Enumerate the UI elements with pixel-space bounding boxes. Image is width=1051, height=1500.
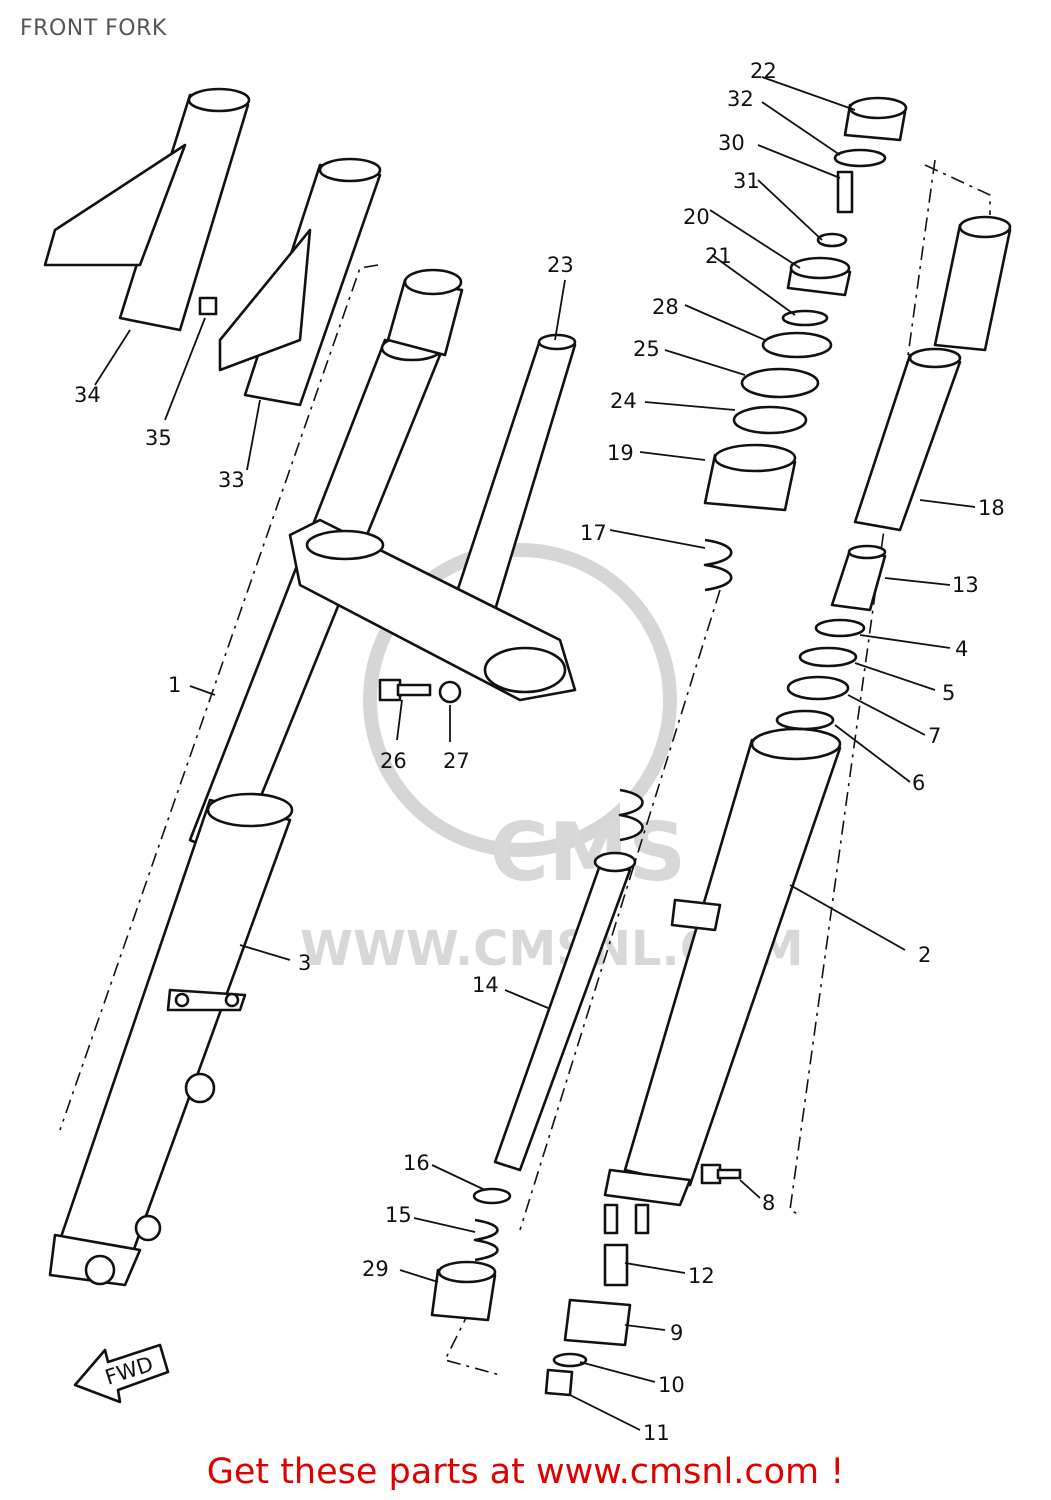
part-23-steering-stem	[288, 333, 577, 702]
label-part-7: 7	[928, 724, 941, 748]
part-15-spring	[473, 1218, 499, 1262]
part-1-fork-inner-tube	[188, 268, 464, 862]
page-title: FRONT FORK	[20, 16, 167, 41]
part-4-circlip	[814, 618, 866, 638]
part-3-fork-outer-tube	[48, 792, 294, 1287]
label-part-18: 18	[978, 496, 1005, 520]
label-part-32: 32	[727, 87, 754, 111]
part-24-bearing-race	[732, 405, 808, 435]
label-part-2: 2	[918, 943, 931, 967]
part-30-valve	[836, 170, 854, 214]
label-part-14: 14	[472, 973, 499, 997]
part-22-cap	[843, 96, 908, 142]
label-part-20: 20	[683, 205, 710, 229]
label-part-22: 22	[750, 59, 777, 83]
part-18-inner-tube	[853, 215, 1012, 532]
watermark-logo-text: CMS	[490, 806, 686, 899]
part-35-nut	[198, 296, 218, 316]
part-27-nut	[438, 680, 462, 704]
label-part-3: 3	[298, 951, 311, 975]
fwd-arrow: FWD	[73, 1343, 170, 1404]
label-part-23: 23	[547, 253, 574, 277]
label-part-30: 30	[718, 131, 745, 155]
label-part-5: 5	[942, 681, 955, 705]
label-part-27: 27	[443, 749, 470, 773]
label-part-8: 8	[762, 1191, 775, 1215]
label-part-24: 24	[610, 389, 637, 413]
label-part-25: 25	[633, 337, 660, 361]
part-16-ring	[472, 1187, 512, 1205]
label-part-16: 16	[403, 1151, 430, 1175]
part-20-ring-nut	[786, 256, 852, 297]
part-12-stud	[603, 1243, 629, 1287]
part-33-headlight-bracket-right	[218, 157, 382, 407]
part-number-labels: 1 2 3 4 5 6 7 8 9 10 11 12 13 14 15 16 1…	[74, 59, 1005, 1445]
part-13-bushing	[830, 544, 887, 612]
part-19-dust-seal	[703, 443, 797, 512]
label-part-12: 12	[688, 1264, 715, 1288]
label-part-21: 21	[705, 244, 732, 268]
part-7-oil-seal	[786, 675, 850, 701]
part-11-nut	[544, 1368, 574, 1397]
part-2-outer-tube	[603, 727, 842, 1235]
part-9-axle-holder	[563, 1298, 632, 1347]
part-6-washer	[775, 709, 835, 731]
label-part-31: 31	[733, 169, 760, 193]
label-part-28: 28	[652, 295, 679, 319]
part-5-washer	[798, 646, 858, 668]
label-part-35: 35	[145, 426, 172, 450]
label-part-26: 26	[380, 749, 407, 773]
part-31-washer	[816, 232, 848, 248]
label-part-29: 29	[362, 1257, 389, 1281]
part-21-washer	[781, 309, 829, 327]
label-part-19: 19	[607, 441, 634, 465]
label-part-1: 1	[168, 673, 181, 697]
label-part-33: 33	[218, 468, 245, 492]
part-25-bearing	[740, 367, 820, 399]
label-part-34: 34	[74, 383, 101, 407]
part-26-bolt	[378, 678, 432, 702]
part-10-washer	[552, 1352, 588, 1368]
label-part-13: 13	[952, 573, 979, 597]
assembly-guide-lines	[59, 159, 991, 1376]
label-part-15: 15	[385, 1203, 412, 1227]
part-17-spring	[703, 538, 733, 592]
part-34-headlight-bracket-left	[43, 87, 251, 332]
part-28-bearing-cover	[761, 331, 833, 359]
label-part-10: 10	[658, 1373, 685, 1397]
label-part-4: 4	[955, 637, 968, 661]
part-14-damper-rod	[493, 788, 644, 1172]
part-29-oil-lock-piece	[430, 1260, 497, 1322]
label-part-17: 17	[580, 521, 607, 545]
promo-link[interactable]: Get these parts at www.cmsnl.com !	[206, 1452, 845, 1492]
label-part-6: 6	[912, 771, 925, 795]
part-32-o-ring	[833, 148, 887, 168]
label-part-11: 11	[643, 1421, 670, 1445]
label-part-9: 9	[670, 1321, 683, 1345]
part-8-drain-bolt	[700, 1163, 742, 1185]
leader-lines	[94, 76, 976, 1431]
